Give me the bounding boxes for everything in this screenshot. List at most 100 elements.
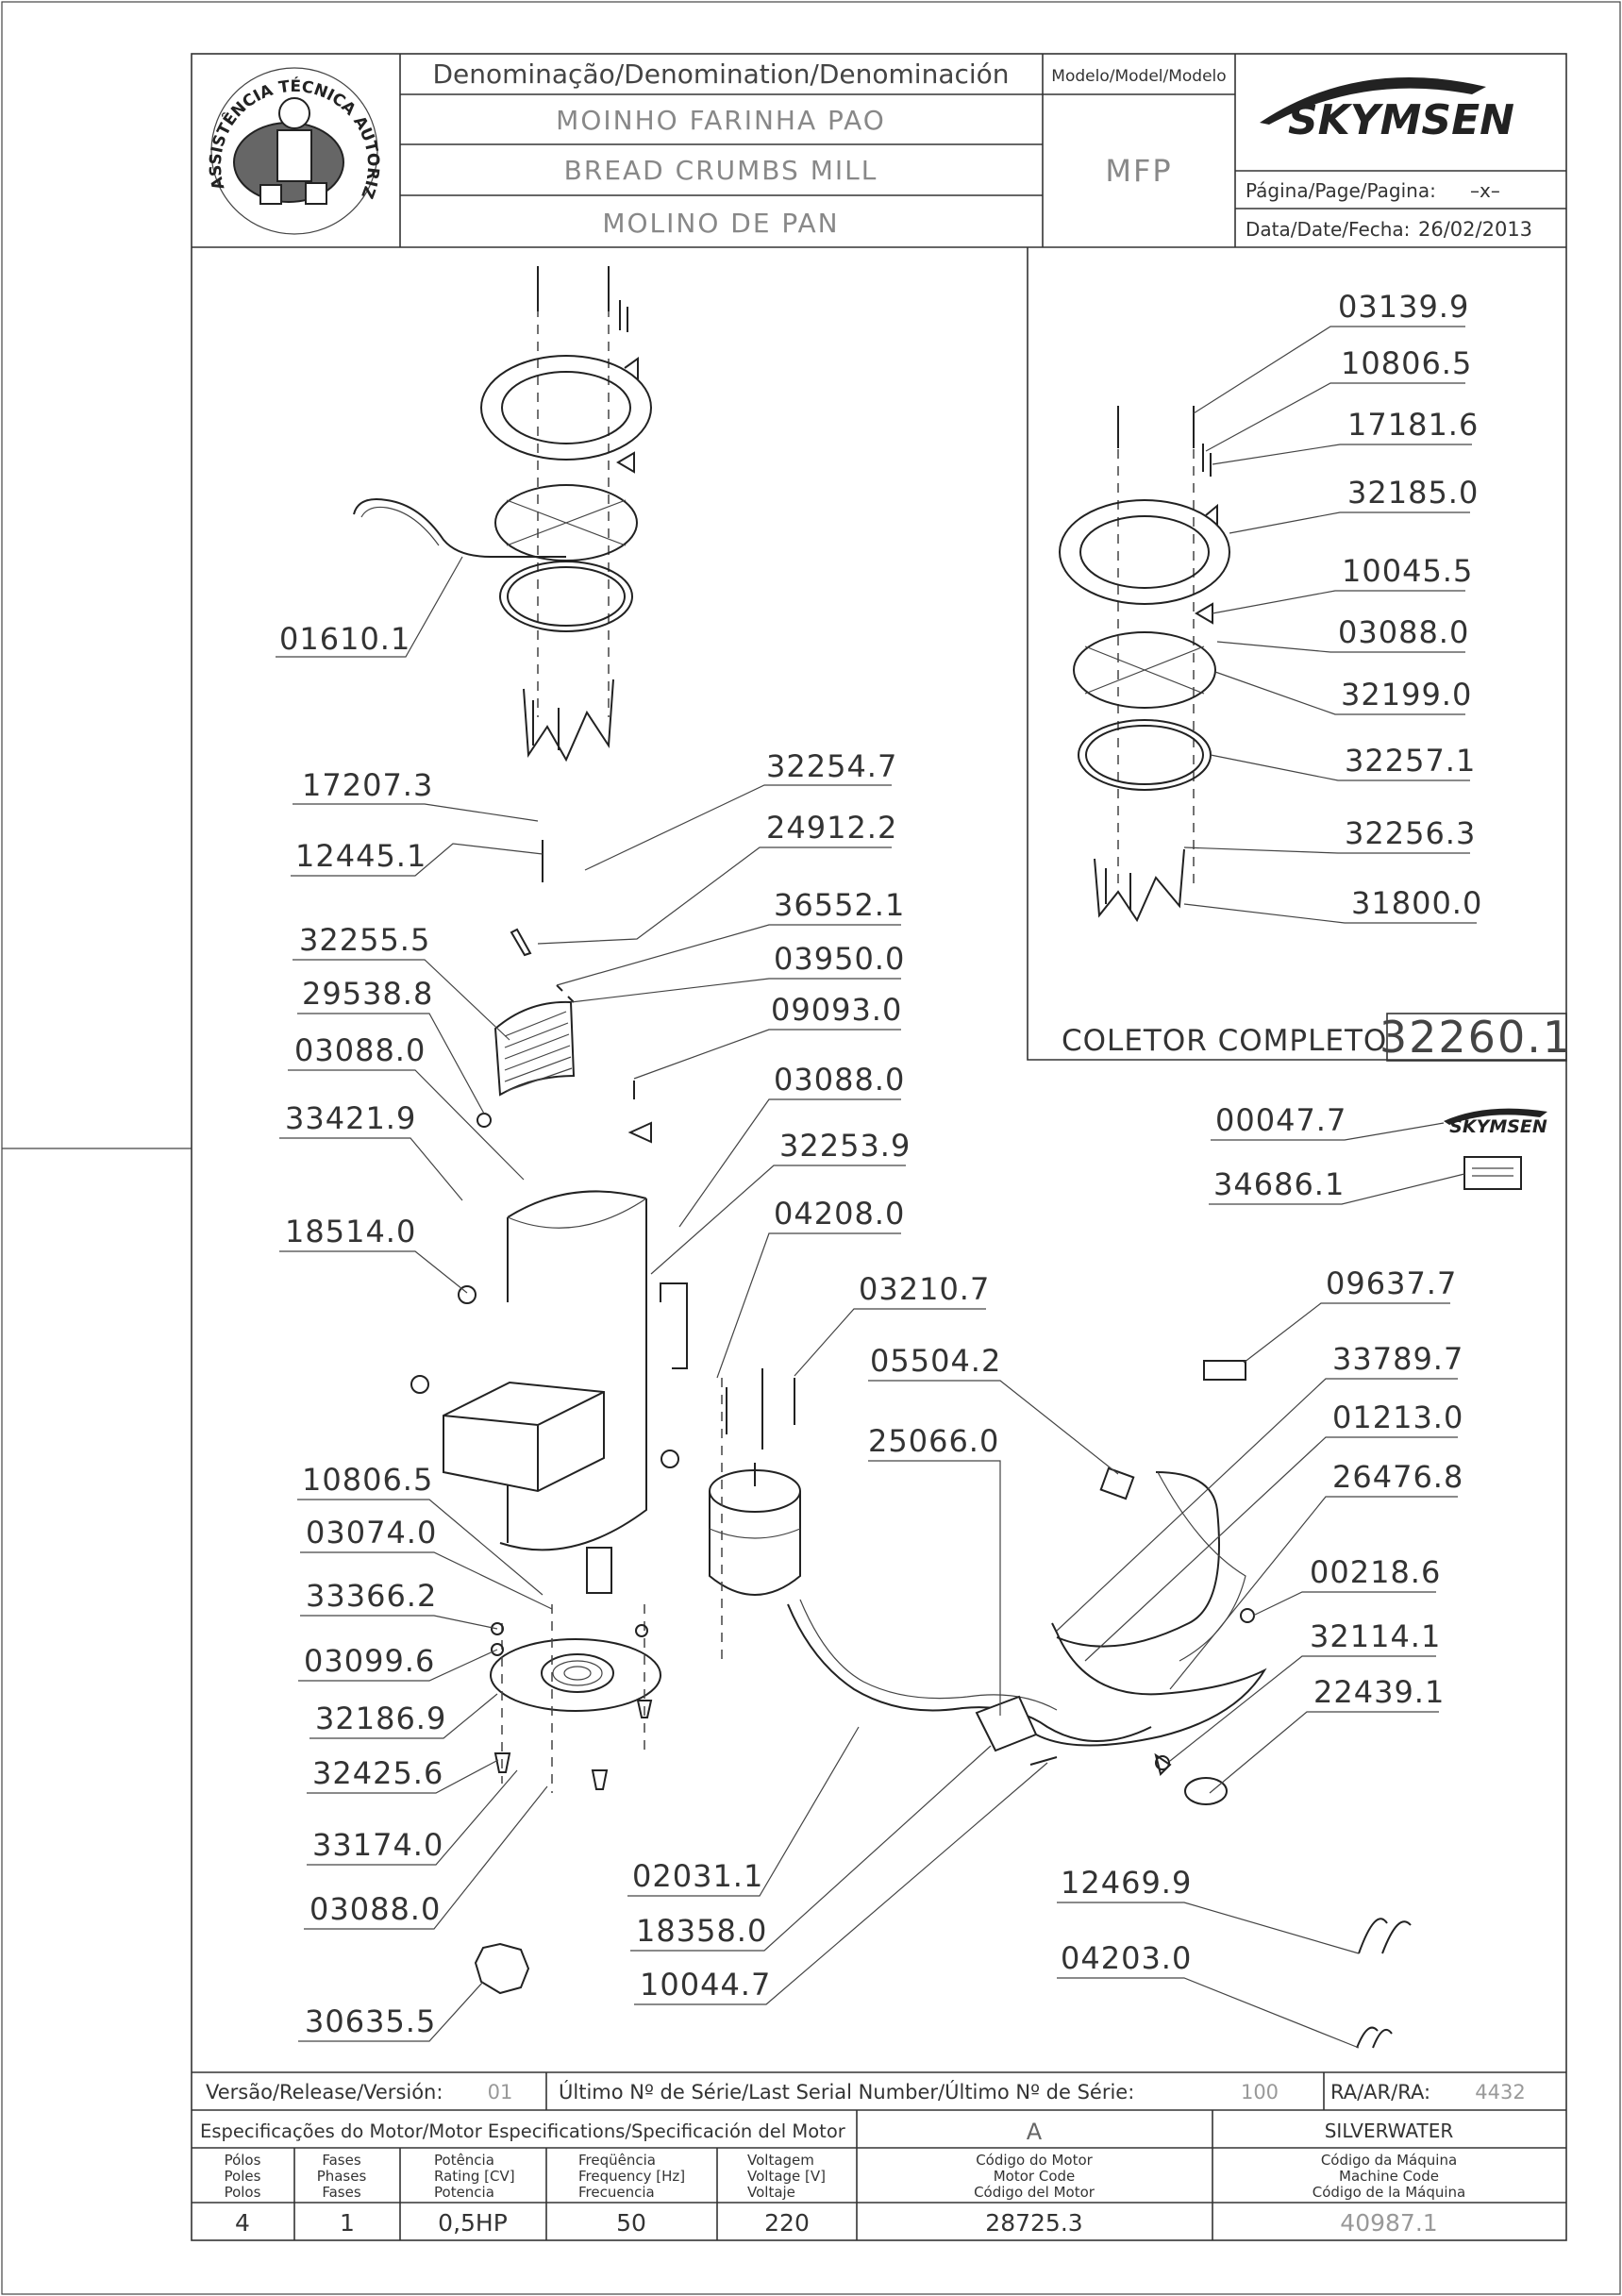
part-label: 12445.1 [295,838,426,874]
rating-plate-icon [1463,1156,1522,1190]
part-label: 01610.1 [279,621,410,657]
part-label: 32253.9 [779,1128,911,1164]
part-label: 10806.5 [1341,345,1472,381]
model-value: MFP [1105,153,1172,189]
part-label: 25066.0 [868,1423,999,1459]
machine-code-value: 40987.1 [1340,2209,1437,2237]
wire-spring-icon [1356,2026,1393,2049]
foot-icon [636,1700,653,1718]
capacitor-icon [1099,1466,1135,1500]
date-label: Data/Date/Fecha: [1246,218,1410,241]
part-label: 26476.8 [1332,1459,1463,1495]
part-label: 10806.5 [302,1462,433,1498]
part-label: 10044.7 [640,1967,771,2003]
part-label: 10045.5 [1342,553,1473,589]
col-motor-code-es: Código del Motor [974,2184,1095,2201]
inset-labels: 03139.9 10806.5 17181.6 32185.0 10045.5 … [1183,289,1481,924]
part-label: 32185.0 [1347,475,1479,511]
connector-block-icon [975,1695,1038,1752]
collector-ring-icon [1059,499,1230,605]
col-machine-code-en: Machine Code [1339,2168,1439,2185]
col-motor-code-en: Motor Code [994,2168,1076,2185]
switch-icon [586,1547,612,1594]
collector-bracket-icon [1094,848,1185,923]
part-label: 22439.1 [1313,1674,1445,1710]
col-poles-en: Poles [225,2168,261,2185]
collector-ring-icon [480,355,652,461]
col-power-en: Rating [CV] [434,2168,515,2185]
ra-value: 4432 [1475,2081,1525,2103]
part-label: 36552.1 [774,887,905,923]
wiring-harness-icon [787,1603,1152,1742]
handle-icon [660,1282,688,1369]
part-label: 03099.6 [304,1643,435,1679]
feed-chute-icon [443,1381,605,1493]
part-label: 02031.1 [632,1858,763,1894]
version-value: 01 [488,2081,513,2103]
part-label: 34686.1 [1213,1166,1345,1202]
col-power-pt: Potência [434,2152,494,2169]
brand-logo: SKYMSEN [1260,76,1514,144]
part-label: 32425.6 [312,1755,443,1791]
knob-icon [458,1285,477,1304]
label-plate-icon [1203,1360,1246,1381]
part-label: 32114.1 [1310,1618,1441,1654]
col-voltage-en: Voltage [V] [747,2168,826,2185]
part-label: 32254.7 [766,748,897,784]
part-label: 03950.0 [774,941,905,977]
fan-grill-icon [541,1653,614,1693]
collector-gasket-icon [499,561,633,632]
inset-title: COLETOR COMPLETO [1062,1024,1387,1058]
part-label: 03088.0 [294,1032,426,1068]
serial-label: Último Nº de Série/Last Serial Number/Úl… [559,2080,1134,2103]
part-label: 18514.0 [285,1214,416,1249]
col-machine-code-es: Código de la Máquina [1313,2184,1465,2201]
inset-exploded-view [1059,406,1230,923]
name-portuguese: MOINHO FARINHA PAO [556,105,886,136]
machine-name: SILVERWATER [1325,2120,1454,2142]
hex-nut-icon [474,1942,530,1995]
sieve-screen-icon [493,1000,576,1097]
date-value: 26/02/2013 [1418,218,1532,241]
col-freq-en: Frequency [Hz] [578,2168,685,2185]
page-label: Página/Page/Pagina: [1246,179,1436,202]
part-label: 33366.2 [306,1578,437,1614]
part-label: 30635.5 [305,2003,436,2039]
part-label: 33789.7 [1332,1341,1463,1377]
part-label: 03088.0 [1338,614,1469,650]
part-label: 04208.0 [774,1196,905,1232]
knob-icon [661,1450,679,1468]
col-phases-en: Phases [317,2168,367,2185]
collector-bracket-icon [523,679,614,763]
phases-value: 1 [340,2209,355,2237]
motor-letter: A [1027,2119,1043,2145]
page-value: –x– [1470,179,1500,202]
part-label: 17207.3 [302,767,433,803]
nut-icon [477,1113,492,1128]
technician-icon [276,129,312,182]
part-label: 04203.0 [1061,1940,1192,1976]
part-label: 03074.0 [306,1515,437,1550]
footer-table: Versão/Release/Versión: 01 Último Nº de … [192,2071,1566,2240]
title-block: ASSISTÊNCIA TÉCNICA AUTORIZADA Denominaç… [0,0,1566,248]
col-phases-pt: Fases [322,2152,360,2169]
inset-code: 32260.1 [1380,1012,1572,1063]
col-freq-pt: Freqüência [578,2152,656,2169]
part-label: 32256.3 [1345,815,1476,851]
part-label: 33174.0 [312,1827,443,1863]
denomination-label: Denominação/Denomination/Denominación [432,59,1009,90]
part-label: 17181.6 [1347,407,1479,443]
gasket-wire-icon [353,498,566,558]
part-label: 32199.0 [1341,677,1472,712]
col-phases-es: Fases [322,2184,360,2201]
motor-code-value: 28725.3 [985,2209,1082,2237]
collector-gasket-icon [1078,719,1212,791]
brand-sticker-icon: SKYMSEN [1444,1108,1547,1137]
col-power-es: Potencia [434,2184,494,2201]
part-label: 33421.9 [285,1100,416,1136]
col-machine-code-pt: Código da Máquina [1321,2152,1457,2169]
part-label: 01213.0 [1332,1399,1463,1435]
col-voltage-pt: Voltagem [747,2152,814,2169]
main-labels: 01610.1 17207.3 12445.1 32254.7 24912.2 … [276,556,1465,2049]
